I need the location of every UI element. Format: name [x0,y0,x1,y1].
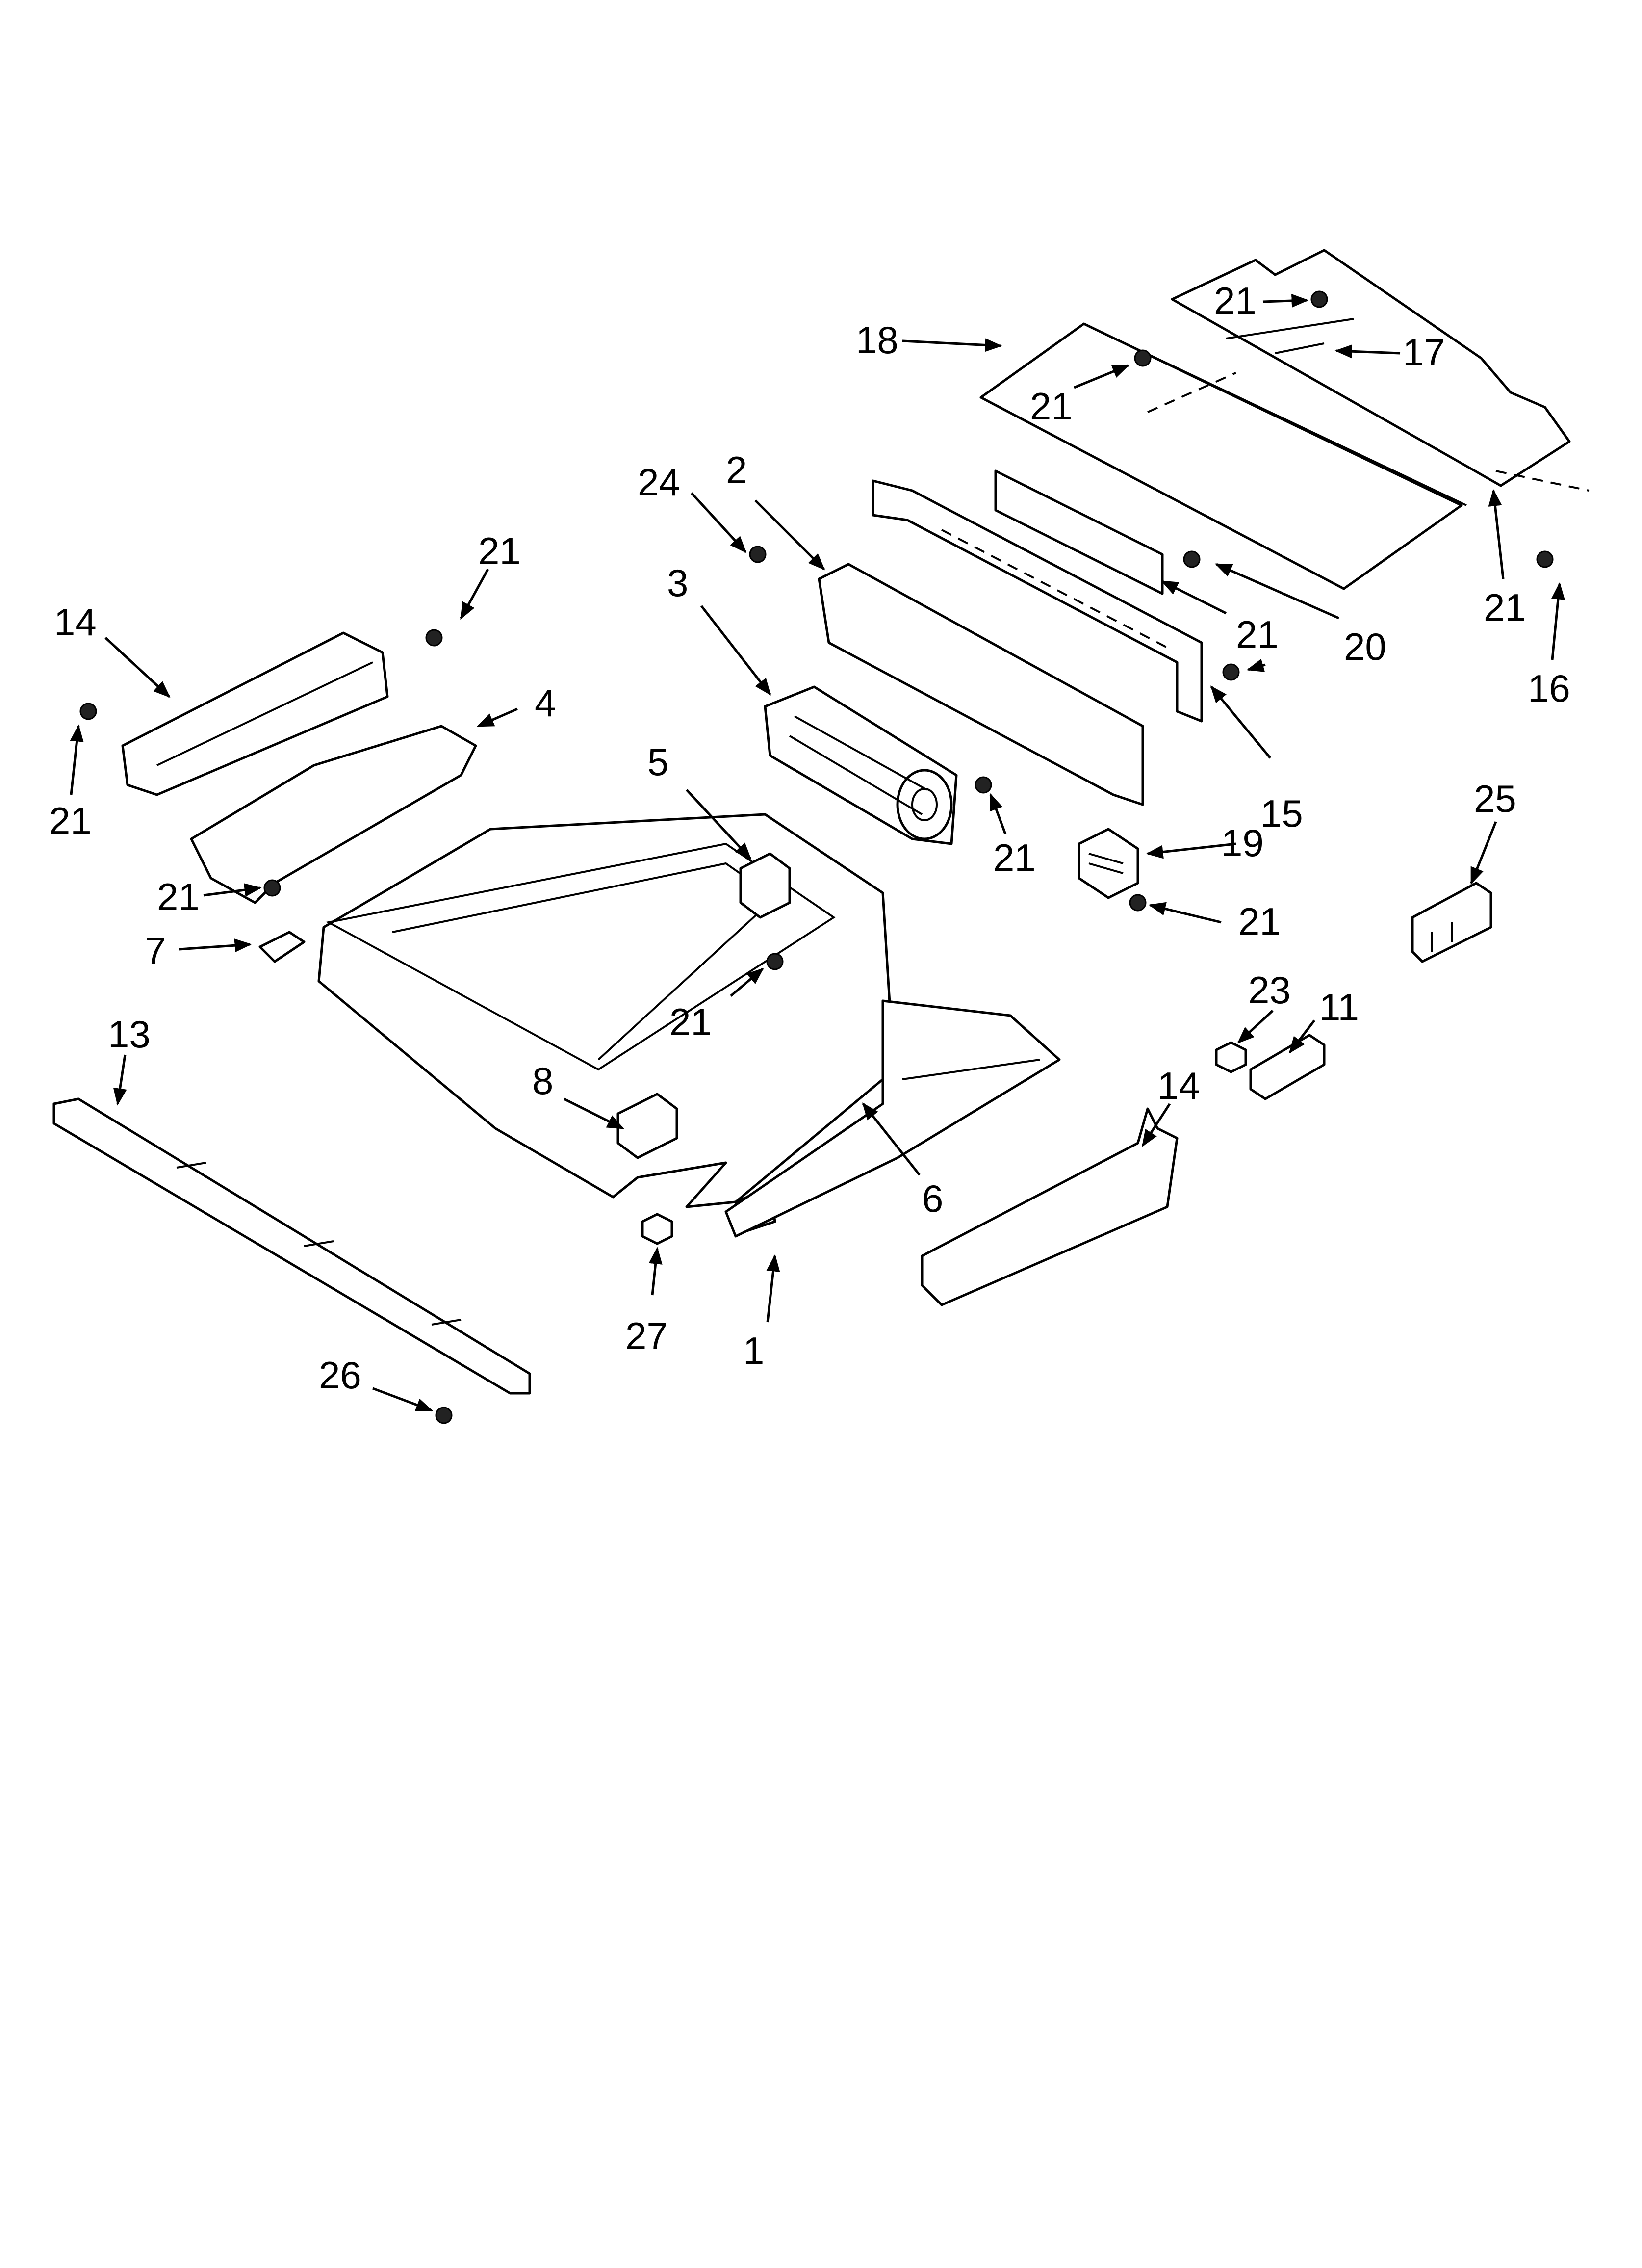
callout-labels: 18 21 17 21 24 2 3 21 14 4 21 20 21 16 2… [49,279,1570,1397]
callout-21: 21 [478,529,521,573]
clip-plate [1411,882,1492,963]
nut-27 [641,1213,673,1245]
blower-motor [764,685,958,845]
callout-5: 5 [647,740,668,783]
switch-clip [616,1093,678,1159]
screws [79,290,1554,1424]
callout-7: 7 [145,929,166,972]
callout-21: 20 [1344,625,1386,668]
callout-27: 27 [625,1314,668,1357]
callout-6: 6 [922,1177,943,1220]
callout-19: 19 [1221,821,1264,864]
callout-2: 2 [726,448,747,492]
callout-4: 4 [535,681,556,725]
callout-21: 21 [1214,279,1257,322]
terminal-block [1249,1034,1326,1100]
transformer [1078,828,1139,899]
callout-1: 1 [743,1329,764,1372]
leader-arrows [70,294,1565,1412]
callout-18: 18 [856,318,898,362]
callout-11: 11 [1319,986,1359,1029]
callout-21: 21 [1030,385,1073,428]
top-cover-plate [1171,249,1571,487]
callout-25: 25 [1474,777,1516,820]
left-side-bracket [121,631,389,796]
callout-21: 21 [49,799,92,842]
callout-13: 13 [108,1013,151,1056]
callout-23: 23 [1248,968,1291,1012]
blower-bracket [818,563,1144,806]
callout-20: 21 [1236,613,1279,656]
callout-21: 21 [669,1000,712,1043]
callout-21: 21 [157,875,200,918]
callout-14: 14 [1157,1064,1200,1107]
small-clip [258,931,306,963]
callout-14: 14 [54,600,97,644]
callout-24: 24 [638,461,680,504]
callout-8: 8 [532,1059,553,1102]
callout-21: 21 [993,836,1036,879]
callout-26: 26 [319,1354,361,1397]
slotted-bracket [872,479,1203,723]
callout-17: 17 [1403,331,1445,374]
thermal-switch [739,852,791,919]
right-side-bracket [921,1107,1179,1306]
nut-23 [1215,1041,1247,1073]
front-floor-plate [724,999,1061,1238]
callout-3: 3 [667,561,688,604]
callout-21: 21 [1238,900,1281,943]
front-trim-strip [52,1097,531,1395]
callout-21: 16 [1528,667,1570,710]
mounting-plate [190,725,477,904]
callout-16: 21 [1484,586,1526,629]
callout-15: 15 [1260,792,1303,835]
